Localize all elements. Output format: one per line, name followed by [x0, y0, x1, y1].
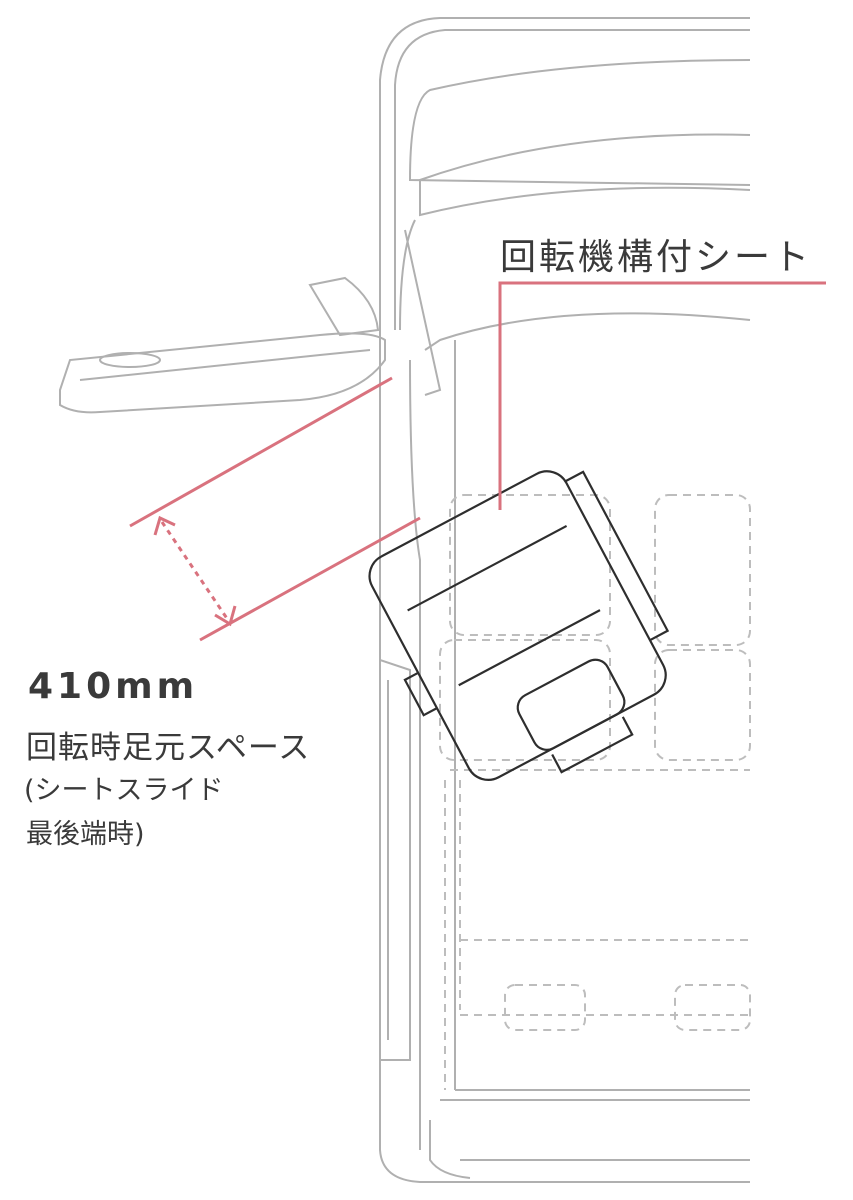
- leader-line: [498, 281, 826, 510]
- arrow-head-top: [153, 515, 176, 536]
- seat-label: 回転機構付シート: [500, 237, 813, 278]
- dimension-caption: 回転時足元スペース: [26, 730, 311, 766]
- dimension-lines: [129, 281, 826, 642]
- vehicle-body-outline: [379, 17, 751, 1183]
- swivel-seat: [368, 470, 670, 781]
- dimension-value: 410mm: [28, 666, 199, 707]
- arrow-head-bottom: [214, 605, 237, 627]
- seat-edge-line: [199, 516, 421, 642]
- open-door: [59, 229, 442, 414]
- dimension-arrow: [160, 521, 230, 621]
- dimension-note-line1: (シートスライド: [24, 775, 224, 806]
- dimension-note-line2: 最後端時): [26, 819, 145, 850]
- door-edge-line: [129, 376, 393, 528]
- dashed-seats: [439, 494, 751, 1090]
